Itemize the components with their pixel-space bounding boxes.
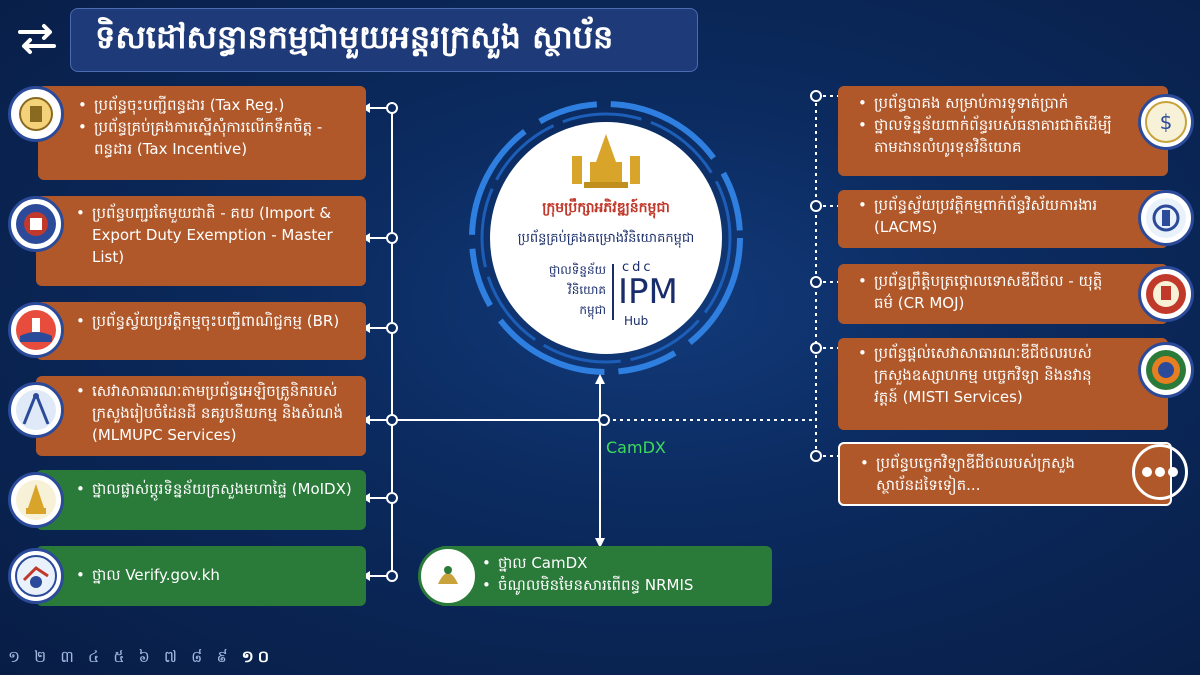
hub-cdc: cdc xyxy=(622,260,654,275)
camdx-label: CamDX xyxy=(606,438,666,457)
customs-logo xyxy=(8,196,64,252)
mlmupc-logo xyxy=(8,382,64,438)
hub-divider xyxy=(612,264,614,320)
pager-item[interactable]: ៣ xyxy=(60,647,78,666)
list-item: ថ្នាលទិន្នន័យពាក់ព័ន្ធរបស់ធនាគារជាតិដើម្… xyxy=(858,114,1112,158)
pager-item[interactable]: ១ xyxy=(8,647,25,666)
misti-logo xyxy=(1138,342,1194,398)
slide-pager: ១២៣៤៥៦៧៨៩ ១០ xyxy=(8,646,283,670)
pager-item[interactable]: ៥ xyxy=(113,647,129,666)
right-box-bakong: ប្រព័ន្ធបាគង សម្រាប់ការទូទាត់ប្រាក់ ថ្នា… xyxy=(838,86,1168,176)
left-box-verify: ថ្នាល Verify.gov.kh xyxy=(36,546,366,606)
hub-org-name: ក្រុមប្រឹក្សាអភិវឌ្ឍន៍កម្ពុជា xyxy=(542,200,670,216)
royal-emblem-icon xyxy=(572,134,640,188)
svg-text:$: $ xyxy=(1160,110,1173,134)
hub-system-name: ប្រព័ន្ធគ្រប់គ្រងគម្រោងវិនិយោគកម្ពុជា xyxy=(517,231,695,246)
pager-item[interactable]: ៦ xyxy=(138,647,154,666)
hub-portal-label-3: កម្ពុជា xyxy=(579,303,606,317)
bottom-box-camdx: ថ្នាល CamDX ចំណូលមិនមែនសារពើពន្ធ NRMIS xyxy=(438,546,772,606)
list-item: ប្រព័ន្ធបញ្ជរតែមួយជាតិ - គយ (Import & Ex… xyxy=(76,202,356,268)
list-item: សេវាសាធារណៈតាមប្រព័ន្ធអេឡិចត្រូនិករបស់ក្… xyxy=(76,380,356,446)
list-item: ថ្នាល Verify.gov.kh xyxy=(76,564,356,586)
ipm-hub-circle: ក្រុមប្រឹក្សាអភិវឌ្ឍន៍កម្ពុជា ប្រព័ន្ធគ្… xyxy=(490,122,722,354)
left-box-moidx: ថ្នាលផ្លាស់ប្ដូរទិន្នន័យក្រសួងមហាផ្ទៃ (M… xyxy=(36,470,366,530)
list-item: ប្រព័ន្ធផ្ដល់សេវាសាធារណៈឌីជីថលរបស់ក្រសួង… xyxy=(858,342,1112,408)
hub-hub: Hub xyxy=(624,314,649,328)
pager-item[interactable]: ២ xyxy=(34,647,51,666)
moc-logo xyxy=(8,302,64,358)
pager-item[interactable]: ៨ xyxy=(191,647,207,666)
list-item: ប្រព័ន្ធស្វ័យប្រវត្តិកម្មពាក់ព័ន្ធវិស័យក… xyxy=(858,194,1112,238)
list-item: ប្រព័ន្ធបច្ចេកវិទ្យាឌីជីថលរបស់ក្រសួងស្ថា… xyxy=(860,452,1104,496)
mef-logo xyxy=(418,546,478,606)
hub-ipm: IPM xyxy=(618,272,678,312)
right-box-crmoj: ប្រព័ន្ធព្រឹត្តិបត្រថ្កោលទោសឌីជីថល - យុត… xyxy=(838,264,1168,324)
pager-item[interactable]: ៧ xyxy=(163,647,181,666)
list-item: ប្រព័ន្ធបាគង សម្រាប់ការទូទាត់ប្រាក់ xyxy=(858,92,1112,114)
list-item: ថ្នាល CamDX xyxy=(482,552,762,574)
pager-item[interactable]: ១០ xyxy=(241,647,274,666)
left-box-mlmupc: សេវាសាធារណៈតាមប្រព័ន្ធអេឡិចត្រូនិករបស់ក្… xyxy=(36,376,366,456)
list-item: ប្រព័ន្ធចុះបញ្ជីពន្ធដារ (Tax Reg.) xyxy=(78,94,356,116)
pager-item[interactable]: ៤ xyxy=(87,647,104,666)
ellipsis-icon[interactable] xyxy=(1132,444,1188,500)
swap-arrows-icon xyxy=(18,24,56,54)
right-box-lacms: ប្រព័ន្ធស្វ័យប្រវត្តិកម្មពាក់ព័ន្ធវិស័យក… xyxy=(838,190,1168,248)
list-item: ប្រព័ន្ធព្រឹត្តិបត្រថ្កោលទោសឌីជីថល - យុត… xyxy=(858,270,1112,314)
mptc-logo xyxy=(8,548,64,604)
moj-logo xyxy=(1138,266,1194,322)
pager-item[interactable]: ៩ xyxy=(216,647,232,666)
list-item: ថ្នាលផ្លាស់ប្ដូរទិន្នន័យក្រសួងមហាផ្ទៃ (M… xyxy=(76,478,356,500)
left-box-tax: ប្រព័ន្ធចុះបញ្ជីពន្ធដារ (Tax Reg.) ប្រព័… xyxy=(38,86,366,180)
gdt-logo xyxy=(8,86,64,142)
moi-logo xyxy=(8,472,64,528)
right-box-others: ប្រព័ន្ធបច្ចេកវិទ្យាឌីជីថលរបស់ក្រសួងស្ថា… xyxy=(838,442,1172,506)
list-item: ប្រព័ន្ធគ្រប់គ្រងការស្នើសុំការលើកទឹកចិត្… xyxy=(78,116,356,160)
left-box-customs: ប្រព័ន្ធបញ្ជរតែមួយជាតិ - គយ (Import & Ex… xyxy=(36,196,366,286)
hub-portal-label-2: វិនិយោគ xyxy=(567,283,606,297)
list-item: ចំណូលមិនមែនសារពើពន្ធ NRMIS xyxy=(482,574,762,596)
list-item: ប្រព័ន្ធស្វ័យប្រវត្តិកម្មចុះបញ្ជីពាណិជ្ជ… xyxy=(76,310,356,332)
nbc-logo: $ xyxy=(1138,94,1194,150)
page-title: ទិសដៅសន្ធានកម្មជាមួយអន្តរក្រសួង ស្ថាប័ន xyxy=(70,8,698,72)
hub-portal-label-1: ថ្នាលទិន្នន័យ xyxy=(548,263,606,277)
molvt-logo xyxy=(1138,190,1194,246)
left-box-br: ប្រព័ន្ធស្វ័យប្រវត្តិកម្មចុះបញ្ជីពាណិជ្ជ… xyxy=(36,302,366,360)
right-box-misti: ប្រព័ន្ធផ្ដល់សេវាសាធារណៈឌីជីថលរបស់ក្រសួង… xyxy=(838,338,1168,430)
